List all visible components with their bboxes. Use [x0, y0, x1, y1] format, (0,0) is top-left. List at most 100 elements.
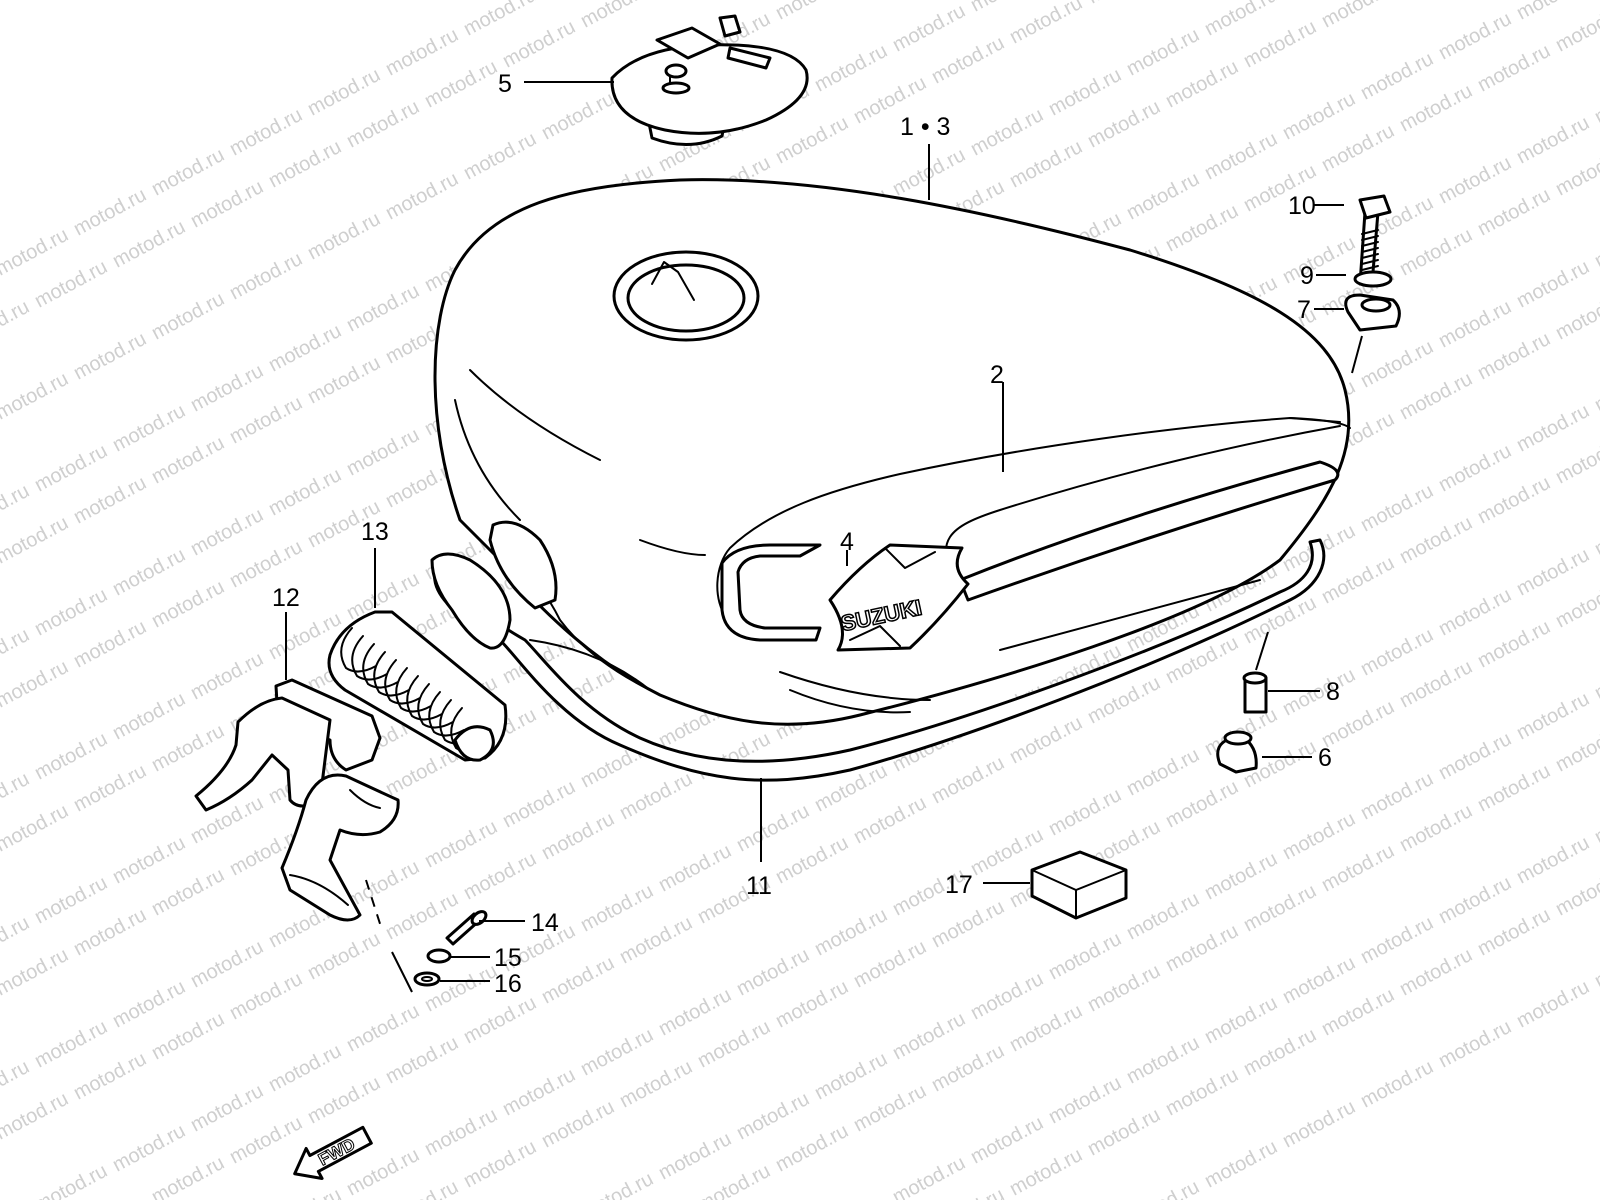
watermark-text: motod.ru [694, 1016, 774, 1072]
watermark-text: motod.ru [1513, 112, 1593, 168]
watermark-text: motod.ru [616, 1056, 696, 1112]
watermark-text: motod.ru [1084, 960, 1164, 1016]
watermark-text: motod.ru [31, 728, 111, 784]
watermark-text: motod.ru [70, 328, 150, 384]
watermark-text: motod.ru [1513, 688, 1593, 744]
watermark-text: motod.ru [499, 776, 579, 832]
watermark-text: motod.ru [226, 968, 306, 1024]
watermark-text: motod.ru [1240, 880, 1320, 936]
callout-17: 17 [945, 871, 973, 899]
watermark-text: motod.ru [1396, 80, 1476, 136]
watermark-text: motod.ru [31, 584, 111, 640]
watermark-text: motod.ru [187, 1080, 267, 1136]
watermark-text: motod.ru [967, 1112, 1047, 1168]
rubber-grommet-part [327, 610, 508, 762]
watermark-text: motod.ru [148, 288, 228, 344]
cushion-7-part [1344, 293, 1401, 332]
grommet-rib [406, 675, 443, 721]
bolt-thread [1361, 241, 1379, 247]
watermark-text: motod.ru [109, 832, 189, 888]
bolt-thread [1361, 253, 1379, 259]
watermark-text: motod.ru [1279, 88, 1359, 144]
watermark-text: motod.ru [772, 112, 852, 168]
watermark-text: motod.ru [382, 24, 462, 80]
callout-7: 7 [1297, 296, 1311, 324]
watermark-text: motod.ru [1045, 1072, 1125, 1128]
watermark-text: motod.ru [616, 912, 696, 968]
watermark-text: motod.ru [1162, 776, 1242, 832]
watermark-text: motod.ru [31, 256, 111, 312]
watermark-text: motod.ru [31, 1160, 111, 1200]
watermark-text: motod.ru [226, 104, 306, 160]
watermark-text: motod.ru [1240, 16, 1320, 72]
watermark-text: motod.ru [1552, 720, 1600, 776]
watermark-text: motod.ru [1591, 360, 1600, 416]
watermark-text: motod.ru [31, 872, 111, 928]
watermark-text: motod.ru [187, 648, 267, 704]
watermark-text: motod.ru [1162, 56, 1242, 112]
watermark-text: motod.ru [1591, 936, 1600, 992]
cushion-6-part [1216, 730, 1258, 774]
watermark-text: motod.ru [1513, 976, 1593, 1032]
watermark-text: motod.ru [0, 296, 33, 352]
callout-12: 12 [272, 584, 300, 612]
watermark-text: motod.ru [421, 816, 501, 872]
watermark-text: motod.ru [187, 176, 267, 232]
watermark-text: motod.ru [1318, 984, 1398, 1040]
watermark-text: motod.ru [1123, 1176, 1203, 1200]
watermark-text: motod.ru [1006, 0, 1086, 48]
watermark-text: motod.ru [226, 1112, 306, 1168]
watermark-text: motod.ru [460, 0, 540, 40]
watermark-text: motod.ru [1435, 584, 1515, 640]
watermark-text: motod.ru [616, 768, 696, 824]
watermark-text: motod.ru [538, 88, 618, 144]
watermark-text: motod.ru [928, 752, 1008, 808]
watermark-text: motod.ru [811, 40, 891, 96]
watermark-text: motod.ru [577, 1024, 657, 1080]
watermark-text: motod.ru [304, 352, 384, 408]
callout-8: 8 [1326, 678, 1340, 706]
callout-1-3: 1 • 3 [900, 113, 950, 141]
callout-6: 6 [1318, 744, 1332, 772]
watermark-text: motod.ru [1513, 544, 1593, 600]
watermark-text: motod.ru [265, 464, 345, 520]
watermark-text: motod.ru [733, 944, 813, 1000]
watermark-text: motod.ru [1201, 1136, 1281, 1192]
grommet-rib [340, 627, 377, 673]
watermark-text: motod.ru [343, 424, 423, 480]
watermark-text: motod.ru [187, 936, 267, 992]
watermark-text: motod.ru [460, 128, 540, 184]
watermark-text: motod.ru [343, 280, 423, 336]
watermark-text: motod.ru [0, 480, 33, 536]
callout-4: 4 [840, 528, 854, 556]
watermark-text: motod.ru [0, 656, 72, 712]
watermark-text: motod.ru [148, 864, 228, 920]
watermark-text: motod.ru [1552, 0, 1600, 56]
watermark-text: motod.ru [967, 968, 1047, 1024]
callout-16: 16 [494, 970, 522, 998]
watermark-text: motod.ru [1279, 664, 1359, 720]
callout-5: 5 [498, 70, 512, 98]
watermark-text: motod.ru [1357, 336, 1437, 392]
watermark-text: motod.ru [109, 1120, 189, 1176]
screw-part [445, 910, 488, 946]
watermark-text: motod.ru [0, 1056, 33, 1112]
watermark-text: motod.ru [148, 1008, 228, 1064]
watermark-text: motod.ru [1435, 728, 1515, 784]
watermark-text: motod.ru [265, 1184, 345, 1200]
watermark-text: motod.ru [1591, 72, 1600, 128]
watermark-text: motod.ru [1201, 992, 1281, 1048]
watermark-text: motod.ru [1045, 784, 1125, 840]
watermark-text: motod.ru [1552, 144, 1600, 200]
watermark-text: motod.ru [109, 216, 189, 272]
watermark-text: motod.ru [1474, 760, 1554, 816]
watermark-text: motod.ru [1591, 648, 1600, 704]
watermark-text: motod.ru [304, 1072, 384, 1128]
watermark-text: motod.ru [1279, 808, 1359, 864]
watermark-text: motod.ru [811, 1048, 891, 1104]
callout-2: 2 [990, 361, 1004, 389]
watermark-text: motod.ru [1084, 1104, 1164, 1160]
watermark-text: motod.ru [772, 1120, 852, 1176]
watermark-text: motod.ru [889, 1008, 969, 1064]
